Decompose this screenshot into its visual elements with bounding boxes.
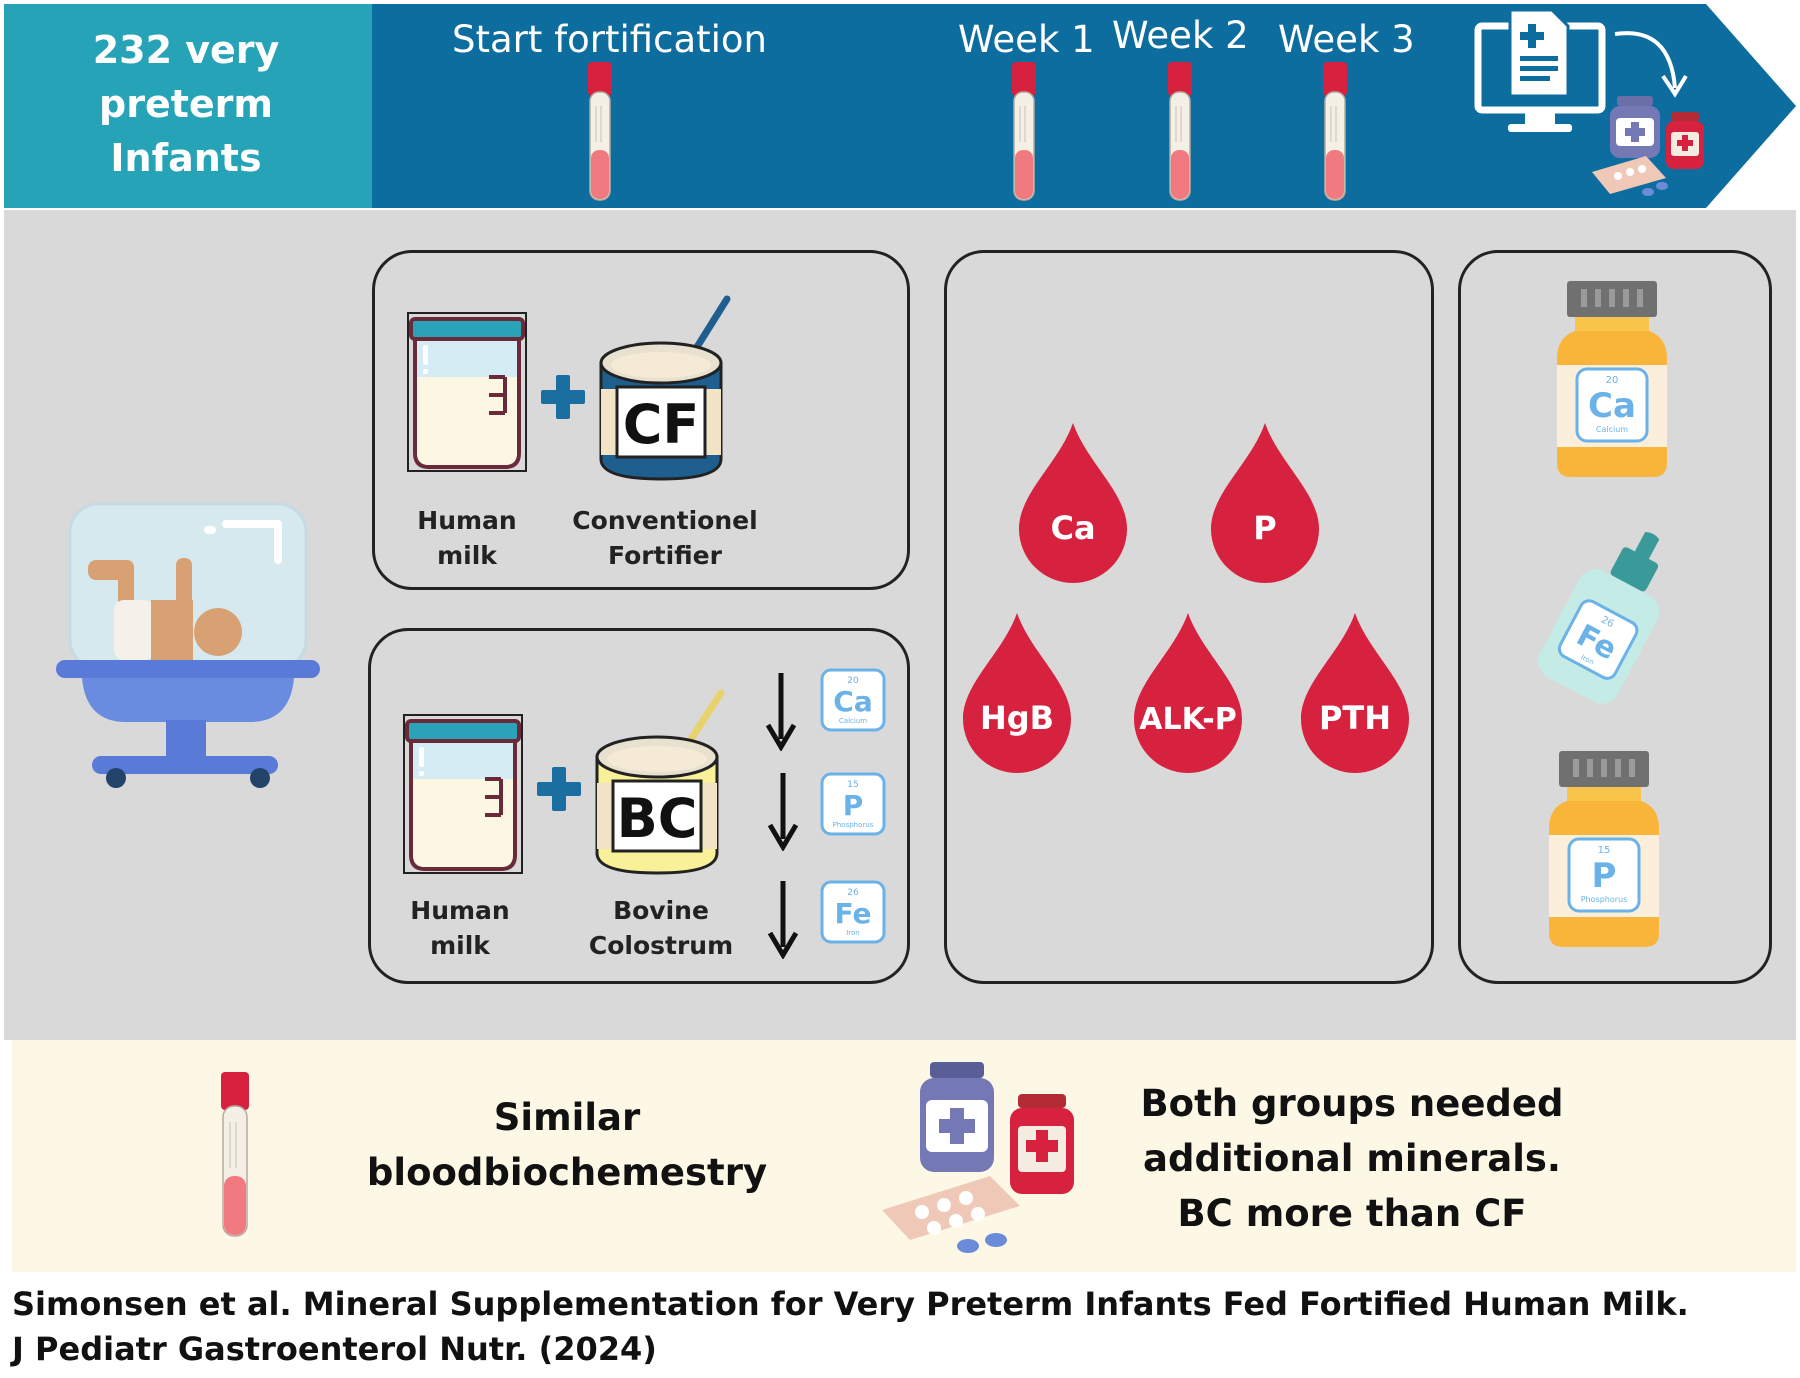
results-panel: Similar bloodbiochemestry Both groups ne… xyxy=(12,1040,1796,1272)
result-bloodbiochemistry: Similar bloodbiochemestry xyxy=(366,1096,768,1194)
svg-text:Iron: Iron xyxy=(846,929,860,937)
timepoint-start: Start fortification xyxy=(452,18,768,61)
svg-text:20: 20 xyxy=(847,676,859,686)
blood-tube-icon xyxy=(1012,62,1036,201)
blood-tube-icon xyxy=(1323,62,1347,201)
iron-element-icon: 26 Fe Iron xyxy=(820,880,886,944)
marker-pth: PTH xyxy=(1319,699,1391,737)
supplements-box: 20 Ca Calcium 26 Fe Iron xyxy=(1458,250,1772,984)
result-additional-minerals: Both groups needed additional minerals. … xyxy=(1140,1082,1564,1235)
timepoint-week-1: Week 1 xyxy=(958,18,1095,61)
svg-text:15: 15 xyxy=(1598,845,1611,856)
svg-text:Calcium: Calcium xyxy=(839,717,867,725)
svg-text:26: 26 xyxy=(847,888,859,898)
bc-fortifier-can-icon: BC xyxy=(595,689,725,875)
blood-tube-icon xyxy=(1168,62,1192,201)
phosphorus-supplement-bottle-icon: 15 P Phosphorus xyxy=(1549,751,1659,947)
marker-alk-p: ALK-P xyxy=(1139,702,1236,737)
biochemistry-box: Ca P HgB ALK-P PTH xyxy=(944,250,1434,984)
bc-label: BC xyxy=(617,787,698,850)
svg-text:Phosphorus: Phosphorus xyxy=(833,821,874,829)
milk-container-icon xyxy=(403,714,523,874)
computer-prescription-icon xyxy=(1474,8,1704,196)
plus-icon xyxy=(541,375,585,419)
citation-line-1: Simonsen et al. Mineral Supplementation … xyxy=(12,1285,1689,1323)
blood-drop-icon: P xyxy=(1211,423,1319,583)
marker-ca: Ca xyxy=(1050,509,1095,547)
calcium-supplement-bottle-icon: 20 Ca Calcium xyxy=(1557,281,1667,477)
timeline-header: 232 very preterm Infants Start fortifica… xyxy=(0,0,1800,210)
cf-group-box: CF Human milk Conventionel Fortifier xyxy=(372,250,910,590)
svg-text:P: P xyxy=(1592,856,1617,896)
blood-drop-icon: ALK-P xyxy=(1134,613,1242,773)
timepoint-week-2: Week 2 xyxy=(1112,14,1249,57)
plus-icon xyxy=(537,767,581,811)
svg-text:P: P xyxy=(843,789,864,822)
svg-text:20: 20 xyxy=(1606,375,1619,386)
bc-milk-caption: Human milk xyxy=(410,896,510,960)
calcium-element-icon: 20 Ca Calcium xyxy=(820,668,886,732)
phosphorus-element-icon: 15 P Phosphorus xyxy=(820,772,886,836)
milk-container-icon xyxy=(407,312,527,472)
bc-group-box: BC Human milk Bovine Colostrum 20 Ca xyxy=(368,628,910,984)
svg-text:26: 26 xyxy=(1599,614,1615,630)
medicine-bottles-icon xyxy=(882,1062,1074,1253)
iron-drops-bottle-icon: 26 Fe Iron xyxy=(1537,532,1660,704)
incubator-icon xyxy=(56,502,320,788)
svg-text:Ca: Ca xyxy=(833,685,872,718)
cf-fortifier-caption: Conventionel Fortifier xyxy=(572,506,758,570)
bc-fortifier-caption: Bovine Colostrum xyxy=(588,896,734,960)
svg-text:Phosphorus: Phosphorus xyxy=(1581,895,1628,904)
marker-hgb: HgB xyxy=(980,699,1054,737)
arrow-down-icon xyxy=(767,773,799,851)
marker-p: P xyxy=(1253,509,1276,547)
svg-text:Ca: Ca xyxy=(1588,386,1636,426)
timepoint-week-3: Week 3 xyxy=(1278,18,1415,61)
timeline-arrow-shape xyxy=(4,4,1796,208)
svg-text:Fe: Fe xyxy=(835,897,872,930)
blood-tube-icon xyxy=(588,62,612,201)
cohort-title: 232 very preterm Infants xyxy=(92,28,280,180)
arrow-down-icon xyxy=(767,881,799,959)
svg-text:Calcium: Calcium xyxy=(1596,425,1628,434)
study-design-panel: CF Human milk Conventionel Fortifier xyxy=(4,210,1796,1040)
cf-milk-caption: Human milk xyxy=(417,506,517,570)
cf-label: CF xyxy=(623,393,700,456)
citation-line-2: J Pediatr Gastroenterol Nutr. (2024) xyxy=(12,1330,657,1368)
blood-drop-icon: Ca xyxy=(1019,423,1127,583)
svg-text:15: 15 xyxy=(847,780,858,790)
arrow-down-icon xyxy=(765,673,797,751)
blood-drop-icon: PTH xyxy=(1301,613,1409,773)
cf-fortifier-can-icon: CF xyxy=(599,295,731,481)
blood-tube-icon xyxy=(221,1072,249,1237)
blood-drop-icon: HgB xyxy=(963,613,1071,773)
